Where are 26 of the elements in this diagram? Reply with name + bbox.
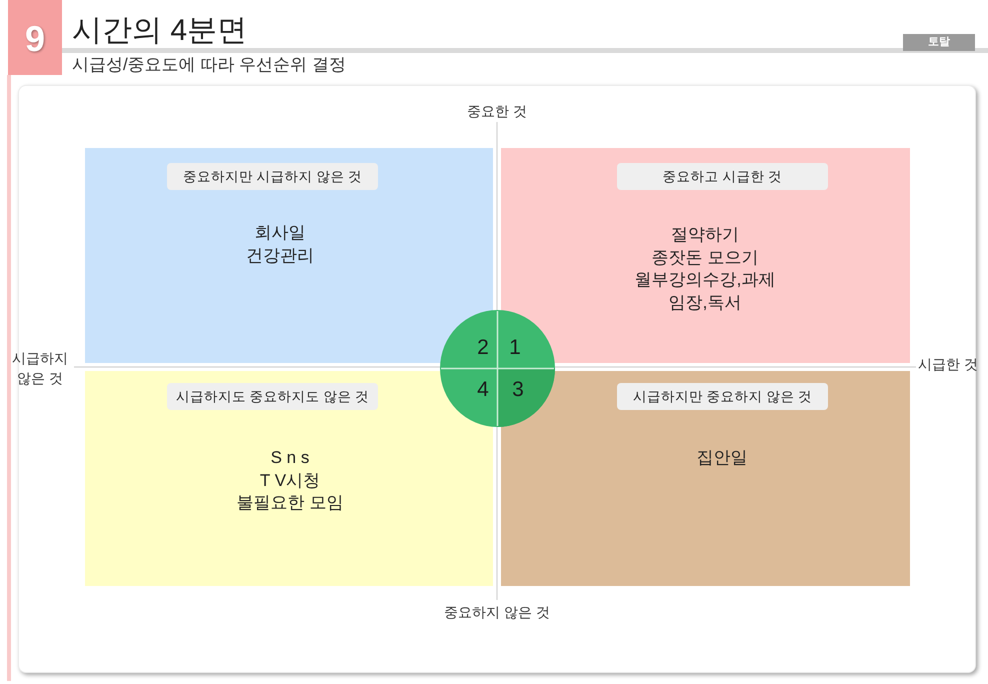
task-text: 회사일 (254, 223, 306, 242)
task-text: T V시청 (260, 470, 320, 490)
subtitle: 시급성/중요도에 따라 우선순위 결정 (72, 55, 346, 75)
task-text: 불필요한 모임 (236, 493, 344, 512)
task-text: 절약하기 (671, 225, 739, 244)
task-text: 임장,독서 (668, 292, 742, 312)
axis-label: 시급하지 않은 것 (11, 349, 69, 388)
axis-label: 중요하지 않은 것 (444, 603, 550, 621)
task-text: 종잣돈 모으기 (652, 248, 758, 266)
page-title: 시간의 4분면 (72, 13, 248, 49)
task-text: S n s (270, 448, 310, 467)
quadrant-number: 2 (477, 337, 489, 359)
task-text: 월부강의수강,과제 (634, 270, 776, 289)
quadrant-number: 4 (477, 379, 489, 401)
quadrant-number: 1 (509, 337, 521, 359)
section-tag: 토탈 (903, 34, 975, 51)
quadrant-heading: 중요하지만 시급하지 않은 것 (167, 163, 378, 190)
axis-label: 시급한 것 (918, 355, 978, 373)
task-text: 건강관리 (246, 246, 314, 264)
quadrant-heading: 시급하지도 중요하지도 않은 것 (167, 383, 378, 410)
number-badge: 9 (8, 0, 62, 75)
quadrant-number: 3 (512, 379, 524, 401)
task-text: 집안일 (696, 448, 748, 467)
quadrant-heading: 중요하고 시급한 것 (617, 163, 828, 190)
quadrant-heading: 시급하지만 중요하지 않은 것 (617, 383, 828, 410)
axis-label: 중요한 것 (467, 102, 527, 120)
